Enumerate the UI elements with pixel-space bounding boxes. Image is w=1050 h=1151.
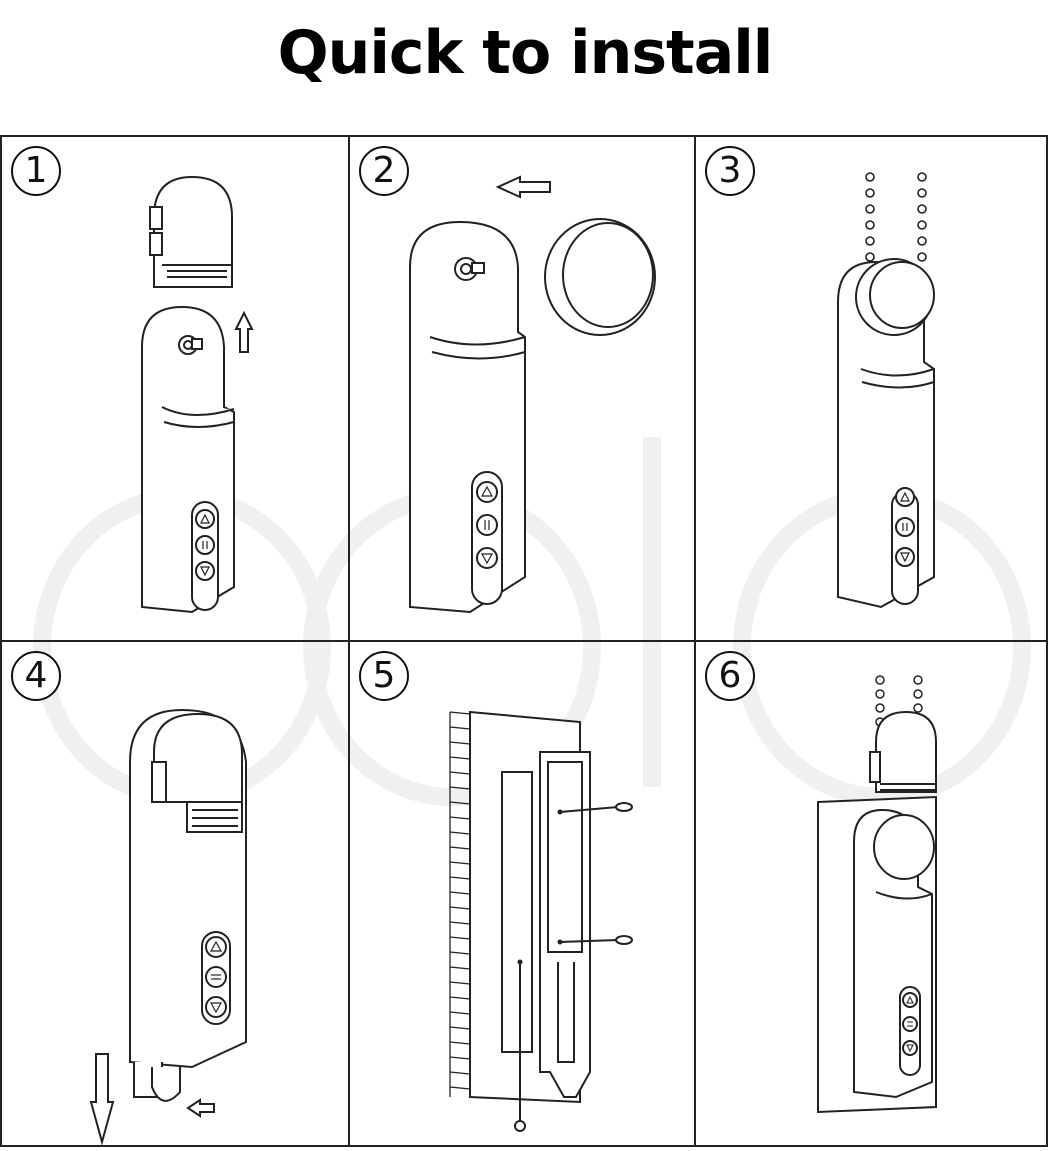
step-4-number: 4 (11, 651, 61, 701)
step-5-number: 5 (359, 651, 409, 701)
step-3-number: 3 (705, 146, 755, 196)
install-steps-grid: 1 (0, 135, 1048, 1147)
step-5-panel: 5 (350, 642, 694, 1145)
step-2-illustration (409, 175, 656, 614)
step-4-panel: 4 (2, 642, 348, 1145)
step-1-illustration (141, 175, 254, 614)
step-5-illustration (449, 710, 633, 1132)
step-1-panel: 1 (2, 137, 348, 640)
step-3-panel: 3 (696, 137, 1046, 640)
step-6-illustration (817, 675, 937, 1114)
step-3-illustration (837, 172, 935, 609)
step-4-illustration (89, 708, 247, 1145)
step-2-panel: 2 (350, 137, 694, 640)
step-2-number: 2 (359, 146, 409, 196)
step-6-number: 6 (705, 651, 755, 701)
step-6-panel: 6 (696, 642, 1046, 1145)
page-title: Quick to install (277, 18, 774, 88)
step-1-number: 1 (11, 146, 61, 196)
